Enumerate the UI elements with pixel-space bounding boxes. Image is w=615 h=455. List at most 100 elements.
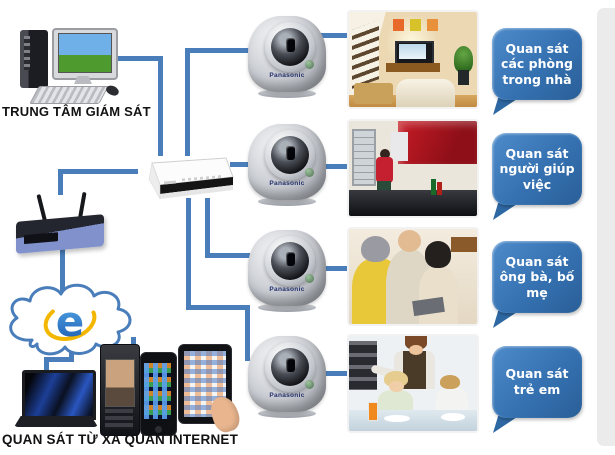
camera-body: Panasonic xyxy=(248,124,326,200)
remote-access-label: QUAN SÁT TỪ XA QUAN INTERNET xyxy=(2,432,239,447)
camera-lens-ring xyxy=(265,342,315,392)
connection-line xyxy=(44,357,49,375)
camera-iris xyxy=(286,252,295,266)
smartphone xyxy=(100,344,140,436)
connection-line xyxy=(113,56,163,61)
tablet-with-hand xyxy=(178,344,243,436)
camera-brand-label: Panasonic xyxy=(269,180,305,187)
ip-camera-1: Panasonic xyxy=(248,14,330,98)
ip-camera-4: Panasonic xyxy=(248,334,330,418)
bubble-tail xyxy=(493,98,519,115)
connection-line xyxy=(185,48,190,156)
photo-living-room xyxy=(347,10,479,109)
ip-camera-3: Panasonic xyxy=(248,228,330,312)
grandmother-hair xyxy=(360,235,390,263)
camera-base xyxy=(258,409,316,418)
wall-art xyxy=(392,18,405,31)
speech-bubble-children: Quan sát trẻ em xyxy=(492,346,582,433)
connection-line xyxy=(186,305,250,310)
bubble-text: Quan sát trẻ em xyxy=(492,346,582,418)
camera-lens xyxy=(271,136,309,174)
bottle xyxy=(437,181,443,196)
connection-line xyxy=(205,198,210,256)
red-cabinets xyxy=(397,121,477,164)
photo-grandparents-child xyxy=(347,227,479,326)
connection-line xyxy=(314,164,352,169)
camera-base xyxy=(258,303,316,312)
camera-lens xyxy=(271,242,309,280)
camera-base xyxy=(258,89,316,98)
stairs xyxy=(351,20,379,90)
bubble-tail xyxy=(493,311,519,328)
network-switch xyxy=(136,155,236,203)
range-hood xyxy=(391,132,408,161)
camera-lens xyxy=(271,28,309,66)
svg-text:e: e xyxy=(56,297,85,346)
child-hair xyxy=(439,374,461,390)
laptop-screen xyxy=(22,370,96,420)
pc-tower xyxy=(20,30,48,88)
laptop xyxy=(14,370,98,430)
page-edge-strip xyxy=(597,8,615,446)
juice-glass xyxy=(368,402,378,421)
iphone xyxy=(140,352,177,436)
speech-bubble-rooms: Quan sát các phòng trong nhà xyxy=(492,28,582,115)
camera-body: Panasonic xyxy=(248,336,326,412)
router-body xyxy=(16,214,104,254)
camera-button xyxy=(305,274,314,283)
connection-line xyxy=(186,198,191,308)
pc-monitor-stand xyxy=(74,76,92,84)
connection-line xyxy=(185,48,253,53)
tablet xyxy=(178,344,232,424)
connection-line xyxy=(205,253,250,258)
connection-line xyxy=(314,33,352,38)
connection-line xyxy=(60,246,65,292)
camera-iris xyxy=(286,358,295,372)
router-panel xyxy=(24,232,58,245)
connection-line xyxy=(230,162,253,167)
camera-body: Panasonic xyxy=(248,230,326,306)
ip-camera-2: Panasonic xyxy=(248,122,330,206)
monitoring-center-label: TRUNG TÂM GIÁM SÁT xyxy=(2,104,151,119)
connection-line xyxy=(44,357,74,362)
bubble-tail xyxy=(493,416,519,433)
tv-screen xyxy=(398,44,426,59)
connection-line xyxy=(158,56,163,156)
camera-brand-label: Panasonic xyxy=(269,392,305,399)
tv-cabinet xyxy=(386,63,440,72)
bottle xyxy=(430,178,437,196)
bubble-text: Quan sát các phòng trong nhà xyxy=(492,28,582,100)
connection-line xyxy=(314,266,352,271)
internet-explorer-icon: e xyxy=(42,294,98,348)
child-body xyxy=(419,267,458,324)
person-body xyxy=(375,157,393,183)
camera-body: Panasonic xyxy=(248,16,326,92)
smartphone-keypad xyxy=(105,409,133,429)
camera-base xyxy=(258,197,316,206)
grandfather-head xyxy=(397,229,421,252)
plate xyxy=(441,412,466,421)
mother-face xyxy=(409,344,424,355)
camera-brand-label: Panasonic xyxy=(269,286,305,293)
pc-screen xyxy=(58,33,112,73)
camera-lens xyxy=(271,348,309,386)
connection-line xyxy=(314,371,352,376)
internet-cloud xyxy=(0,276,138,364)
iphone-screen xyxy=(144,363,171,419)
connection-line xyxy=(245,305,250,361)
camera-button xyxy=(305,380,314,389)
plate xyxy=(383,414,411,423)
counter xyxy=(349,190,477,216)
tablet-screen xyxy=(184,351,226,417)
camera-iris xyxy=(286,146,295,160)
child-face xyxy=(388,380,405,393)
shelf xyxy=(451,236,477,252)
sofa xyxy=(396,78,456,107)
pc-keyboard xyxy=(29,86,109,104)
smartphone-screen xyxy=(105,359,135,407)
window xyxy=(351,128,377,186)
bubble-text: Quan sát người giúp việc xyxy=(492,133,582,205)
plant-pot xyxy=(457,69,470,86)
child-hair xyxy=(424,241,452,268)
